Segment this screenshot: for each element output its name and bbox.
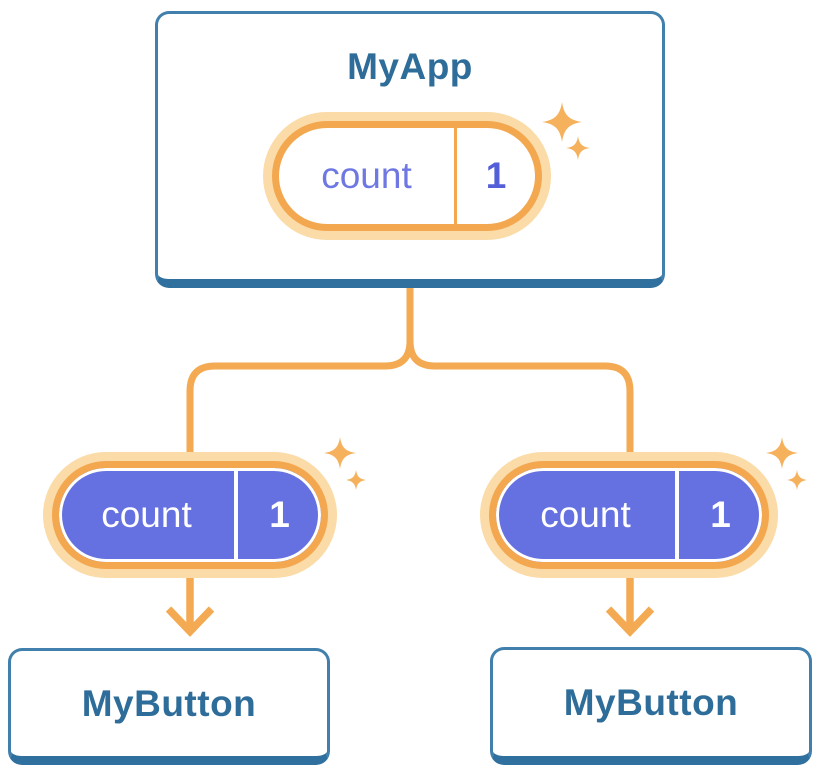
pill-divider — [675, 468, 679, 562]
right-prop-pill: count 1 — [480, 452, 778, 578]
pill-divider — [454, 128, 457, 224]
prop-name-label: count — [101, 494, 192, 535]
state-name-label: count — [321, 155, 412, 196]
sparkle-icon — [787, 470, 807, 490]
left-prop-pill: count 1 — [43, 452, 337, 578]
prop-name: count — [496, 468, 675, 562]
mybutton-card-right: MyButton — [490, 647, 812, 765]
mybutton-left-title: MyButton — [81, 682, 257, 724]
prop-value-label: 1 — [269, 494, 290, 535]
prop-value: 1 — [679, 468, 762, 562]
sparkle-icon — [346, 470, 366, 490]
state-pill-ring: count 1 — [272, 121, 542, 231]
mybutton-card-left: MyButton — [8, 648, 330, 765]
prop-name: count — [59, 468, 234, 562]
mybutton-right-title: MyButton — [563, 682, 739, 723]
sparkle-icon — [766, 437, 798, 469]
state-value-label: 1 — [485, 155, 507, 196]
pill-divider — [234, 468, 238, 562]
prop-value: 1 — [238, 468, 321, 562]
connector-left-branch — [186, 288, 414, 456]
state-value: 1 — [457, 128, 535, 224]
arrow-down-right-icon — [605, 576, 655, 637]
sparkle-icon — [324, 437, 356, 469]
prop-name-label: count — [540, 494, 631, 535]
prop-pill-ring: count 1 — [489, 461, 769, 569]
state-name: count — [279, 128, 454, 224]
myapp-state-pill: count 1 — [263, 112, 551, 240]
arrow-down-left-icon — [165, 576, 215, 637]
prop-value-label: 1 — [710, 494, 731, 535]
prop-pill-ring: count 1 — [52, 461, 328, 569]
connector-right-branch — [406, 288, 634, 456]
myapp-card-title: MyApp — [347, 46, 473, 87]
